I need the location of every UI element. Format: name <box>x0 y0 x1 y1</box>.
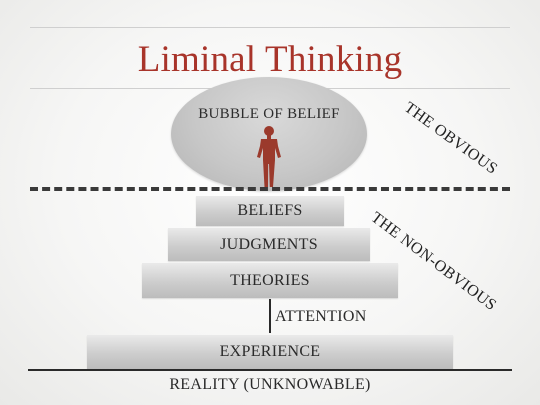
slide-title: Liminal Thinking <box>137 39 403 80</box>
top-rule <box>30 27 510 28</box>
block-beliefs-label: BELIEFS <box>237 202 303 219</box>
person-figure-icon <box>257 126 281 187</box>
block-theories-label: THEORIES <box>230 272 310 289</box>
label-the-obvious: THE OBVIOUS <box>401 99 501 178</box>
attention-line <box>269 299 271 333</box>
attention-label: ATTENTION <box>275 308 367 325</box>
reality-ground-line <box>28 369 512 371</box>
block-judgments-label: JUDGMENTS <box>220 236 318 253</box>
obvious-divider-dashed-line <box>30 187 510 191</box>
label-the-non-obvious: THE NON-OBVIOUS <box>367 209 500 315</box>
block-judgments: JUDGMENTS <box>168 228 370 261</box>
reality-label: REALITY (UNKNOWABLE) <box>169 376 371 393</box>
block-beliefs: BELIEFS <box>196 196 344 226</box>
block-theories: THEORIES <box>142 263 398 298</box>
block-experience: EXPERIENCE <box>87 335 453 369</box>
bubble-label: BUBBLE OF BELIEF <box>198 106 340 122</box>
block-experience-label: EXPERIENCE <box>219 343 321 360</box>
